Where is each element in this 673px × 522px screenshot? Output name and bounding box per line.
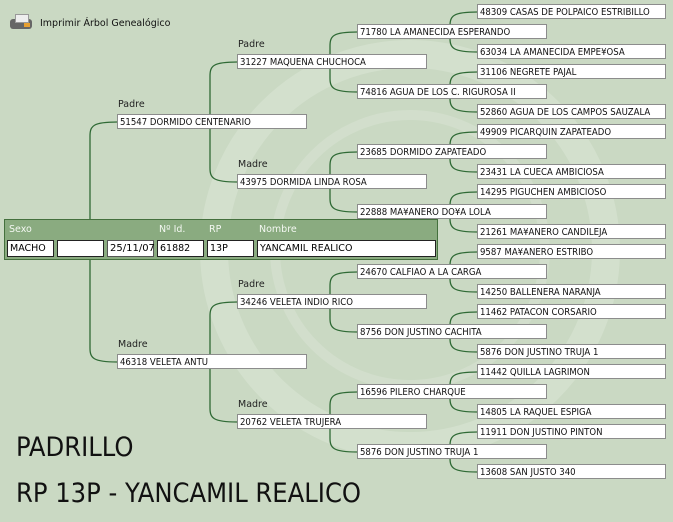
ancestor-box-gen4[interactable]: 48309 CASAS DE POLPAICO ESTRIBILLO: [477, 4, 666, 19]
ancestor-box-gen3[interactable]: 71780 LA AMANECIDA ESPERANDO: [357, 24, 547, 39]
ancestor-box-gen4[interactable]: 23431 LA CUECA AMBICIOSA: [477, 164, 666, 179]
print-label: Imprimir Árbol Genealógico: [40, 17, 171, 29]
ancestor-box-gen3[interactable]: 5876 DON JUSTINO TRUJA 1: [357, 444, 547, 459]
ancestor-box-gen2[interactable]: 43975 DORMIDA LINDA ROSA: [237, 174, 427, 189]
ancestor-box-gen3[interactable]: 16596 PILERO CHARQUE: [357, 384, 547, 399]
ancestor-box-gen3[interactable]: 24670 CALFIAO A LA CARGA: [357, 264, 547, 279]
printer-icon: [10, 14, 32, 32]
ancestor-box-gen4[interactable]: 14250 BALLENERA NARANJA: [477, 284, 666, 299]
ancestor-box-gen3[interactable]: 22888 MA¥ANERO DO¥A LOLA: [357, 204, 547, 219]
ancestor-box-gen3[interactable]: 23685 DORMIDO ZAPATEADO: [357, 144, 547, 159]
sexo-field[interactable]: MACHO: [7, 240, 54, 257]
ancestor-box-gen4[interactable]: 14805 LA RAQUEL ESPIGA: [477, 404, 666, 419]
ancestor-box-gen3[interactable]: 8756 DON JUSTINO CACHITA: [357, 324, 547, 339]
ancestor-box-gen4[interactable]: 63034 LA AMANECIDA EMPE¥OSA: [477, 44, 666, 59]
ancestor-box-gen4[interactable]: 11442 QUILLA LAGRIMON: [477, 364, 666, 379]
ancestor-box-gen3[interactable]: 74816 AGUA DE LOS C. RIGUROSA II: [357, 84, 547, 99]
ancestor-box-gen4[interactable]: 9587 MA¥ANERO ESTRIBO: [477, 244, 666, 259]
ancestor-box-gen1[interactable]: 51547 DORMIDO CENTENARIO: [117, 114, 307, 129]
id-field[interactable]: 61882: [157, 240, 204, 257]
ancestor-box-gen2[interactable]: 34246 VELETA INDIO RICO: [237, 294, 427, 309]
rp-header: RP: [209, 224, 222, 235]
subject-panel: Sexo Nº Id. RP Nombre MACHO 25/11/07 618…: [4, 219, 438, 260]
madre-label: Madre: [238, 159, 268, 170]
ancestor-box-gen4[interactable]: 52860 AGUA DE LOS CAMPOS SAUZALA: [477, 104, 666, 119]
padre-label: Padre: [118, 99, 145, 110]
id-header: Nº Id.: [159, 224, 186, 235]
ancestor-box-gen4[interactable]: 11911 DON JUSTINO PINTON: [477, 424, 666, 439]
ancestor-box-gen4[interactable]: 11462 PATACON CORSARIO: [477, 304, 666, 319]
nombre-header: Nombre: [259, 224, 297, 235]
ancestor-box-gen2[interactable]: 31227 MAQUENA CHUCHOCA: [237, 54, 427, 69]
rp-field[interactable]: 13P: [207, 240, 254, 257]
footer-title: PADRILLO: [16, 432, 134, 463]
ancestor-box-gen4[interactable]: 21261 MA¥ANERO CANDILEJA: [477, 224, 666, 239]
date-field[interactable]: 25/11/07: [107, 240, 155, 257]
ancestor-box-gen4[interactable]: 13608 SAN JUSTO 340: [477, 464, 666, 479]
ancestor-box-gen4[interactable]: 14295 PIGUCHEN AMBICIOSO: [477, 184, 666, 199]
blank-field[interactable]: [57, 240, 104, 257]
ancestor-box-gen4[interactable]: 31106 NEGRETE PAJAL: [477, 64, 666, 79]
ancestor-box-gen2[interactable]: 20762 VELETA TRUJERA: [237, 414, 427, 429]
madre-label: Madre: [238, 399, 268, 410]
nombre-field[interactable]: YANCAMIL REALICO: [257, 240, 436, 257]
ancestor-box-gen4[interactable]: 49909 PICARQUIN ZAPATEADO: [477, 124, 666, 139]
footer-subtitle: RP 13P - YANCAMIL REALICO: [16, 478, 362, 509]
padre-label: Padre: [238, 39, 265, 50]
ancestor-box-gen1[interactable]: 46318 VELETA ANTU: [117, 354, 307, 369]
ancestor-box-gen4[interactable]: 5876 DON JUSTINO TRUJA 1: [477, 344, 666, 359]
print-tree-button[interactable]: Imprimir Árbol Genealógico: [10, 14, 170, 32]
madre-label: Madre: [118, 339, 148, 350]
padre-label: Padre: [238, 279, 265, 290]
sexo-header: Sexo: [9, 224, 32, 235]
